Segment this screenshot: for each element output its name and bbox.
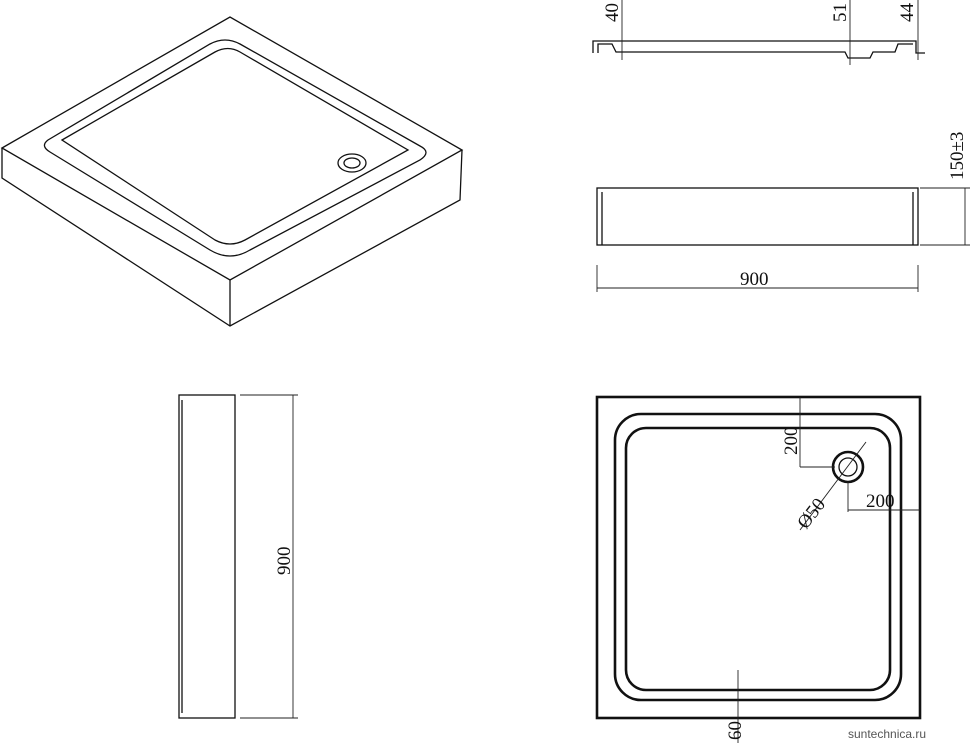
section-view: 40 51 44 xyxy=(592,0,925,65)
watermark: suntechnica.ru xyxy=(848,727,926,741)
dim-drain-top: 200 xyxy=(781,427,802,456)
dim-51: 51 xyxy=(830,3,851,22)
dim-44: 44 xyxy=(897,3,918,23)
isometric-view xyxy=(0,16,464,327)
dim-drain-diameter: Ø50 xyxy=(793,494,830,533)
dim-rim: 60 xyxy=(725,721,746,740)
dim-length: 900 xyxy=(274,547,295,576)
end-view: 900 xyxy=(178,394,298,719)
dim-height: 150±3 xyxy=(947,132,968,180)
side-view: 150±3 900 xyxy=(596,132,970,292)
dim-40: 40 xyxy=(602,3,623,22)
dim-width: 900 xyxy=(740,269,769,290)
plan-view: 200 200 Ø50 60 xyxy=(595,395,922,743)
dim-drain-right: 200 xyxy=(866,491,895,512)
